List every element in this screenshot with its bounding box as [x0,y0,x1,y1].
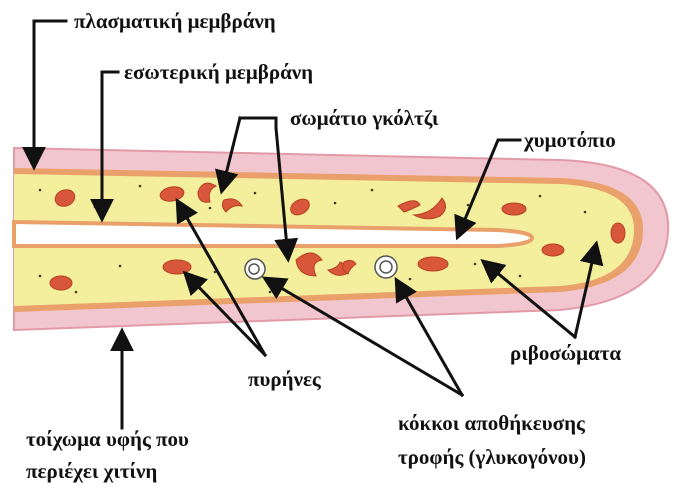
label-inner-membrane: εσωτερική μεμβράνη [124,60,313,84]
label-plasma-membrane: πλασματική μεμβράνη [74,9,276,33]
label-cell-wall-line1: τοίχωμα υφής που [26,427,189,451]
label-storage-granules-line1: κόκκοι αποθήκευσης [398,411,586,435]
label-ribosomes: ριβοσώματα [510,341,621,365]
label-storage-granules-line2: τροφής (γλυκογόνου) [398,445,586,469]
label-golgi-body: σωμάτιο γκόλτζι [290,106,439,130]
label-nuclei: πυρήνες [248,367,322,391]
label-cell-wall-line2: περιέχει χιτίνη [26,459,157,483]
label-cytoplasm: χυμοτόπιο [523,128,616,152]
